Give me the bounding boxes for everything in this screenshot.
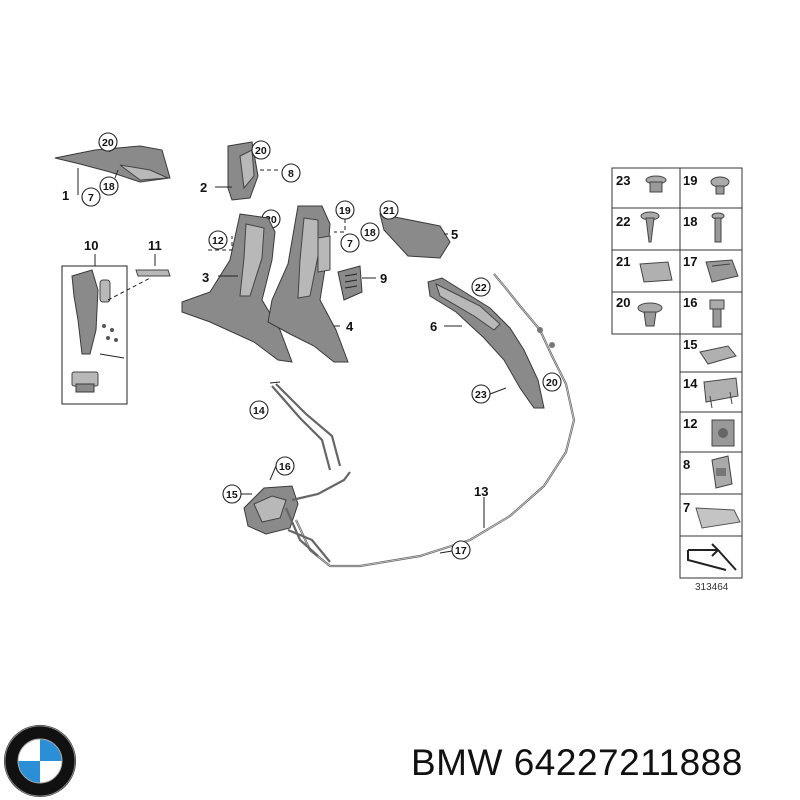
- callout-21a: 21: [379, 200, 399, 220]
- callout-7b: 7: [340, 233, 360, 253]
- bmw-logo-icon: [4, 725, 76, 797]
- svg-text:23: 23: [475, 389, 487, 401]
- part-2-pillar-upper: [227, 141, 259, 201]
- callout-17a: 17: [439, 540, 471, 560]
- grid-label-19: 19: [683, 173, 697, 188]
- callout-4: 4: [346, 319, 354, 334]
- fastener-22-icon: [640, 211, 660, 243]
- svg-text:18: 18: [364, 227, 376, 239]
- part-10-frame: [61, 265, 128, 405]
- fastener-7-icon: [695, 507, 741, 529]
- callout-18a: 18: [99, 169, 119, 196]
- svg-text:8: 8: [288, 168, 294, 180]
- grid-label-21: 21: [616, 254, 630, 269]
- fastener-15-icon: [699, 345, 737, 365]
- callout-12a: 12: [208, 230, 228, 250]
- fastener-12-icon: [711, 419, 735, 447]
- grid-label-14: 14: [683, 376, 698, 391]
- fastener-20-icon: [637, 302, 663, 327]
- callout-9: 9: [380, 271, 387, 286]
- fastener-19-icon: [710, 176, 730, 195]
- callout-22a: 22: [471, 277, 491, 297]
- svg-text:20: 20: [102, 137, 114, 149]
- grid-label-7: 7: [683, 500, 690, 515]
- svg-text:17: 17: [455, 545, 467, 557]
- callout-16a: 16: [269, 456, 295, 481]
- fastener-14-icon: [703, 377, 739, 409]
- part-caption: BMW 64227211888: [411, 742, 743, 784]
- brand-name: BMW: [411, 742, 503, 783]
- grid-label-17: 17: [683, 254, 697, 269]
- svg-text:15: 15: [226, 489, 238, 501]
- callout-1: 1: [62, 188, 69, 203]
- callout-3: 3: [202, 270, 209, 285]
- grid-label-12: 12: [683, 416, 697, 431]
- svg-text:12: 12: [212, 235, 224, 247]
- fastener-grid: 23 19 22 18 21 17 20 16 15 14 12 8 7: [611, 167, 743, 579]
- svg-text:22: 22: [475, 282, 487, 294]
- part-9-vent: [337, 265, 363, 301]
- callout-20a: 20: [98, 132, 118, 153]
- callout-23a: 23: [471, 384, 507, 404]
- part-11-strip: [135, 269, 171, 277]
- fastener-23-icon: [645, 175, 667, 193]
- cable-assembly: [243, 273, 576, 568]
- callout-6: 6: [430, 319, 437, 334]
- part-number: 64227211888: [513, 742, 743, 783]
- fastener-17-icon: [705, 259, 739, 283]
- grid-label-15: 15: [683, 337, 697, 352]
- part-1-trim: [54, 145, 171, 183]
- diagram-reference-number: 313464: [695, 582, 729, 593]
- callout-13: 13: [474, 484, 488, 499]
- part-3-pillar-lower: [181, 213, 293, 363]
- callout-15a: 15: [222, 484, 252, 504]
- part-5-cover: [379, 213, 451, 259]
- svg-text:16: 16: [279, 461, 291, 473]
- callout-14a: 14: [249, 400, 269, 420]
- svg-text:20: 20: [546, 377, 558, 389]
- svg-text:20: 20: [255, 145, 267, 157]
- callout-18b: 18: [360, 222, 380, 242]
- callout-20d: 20: [542, 372, 562, 392]
- callout-19a: 19: [335, 200, 355, 220]
- callout-5: 5: [451, 227, 458, 242]
- callout-2: 2: [200, 180, 207, 195]
- fastener-8-icon: [711, 455, 733, 489]
- svg-text:14: 14: [253, 405, 265, 417]
- fastener-21-icon: [639, 261, 673, 283]
- grid-label-22: 22: [616, 214, 630, 229]
- part-6-a-pillar: [427, 277, 545, 409]
- svg-text:7: 7: [88, 192, 94, 204]
- part-4-pillar-lower: [267, 205, 349, 363]
- grid-label-20: 20: [616, 295, 630, 310]
- fastener-18-icon: [711, 212, 725, 243]
- part-10-assembly: [71, 269, 125, 393]
- callout-10: 10: [84, 238, 98, 253]
- grid-label-8: 8: [683, 457, 690, 472]
- callout-20b: 20: [251, 140, 271, 160]
- svg-text:20: 20: [265, 214, 277, 226]
- fastener-16-icon: [709, 299, 725, 328]
- arrow-ref-icon: [687, 543, 737, 571]
- grid-label-16: 16: [683, 295, 697, 310]
- svg-text:19: 19: [339, 205, 351, 217]
- svg-text:21: 21: [383, 205, 395, 217]
- grid-label-23: 23: [616, 173, 630, 188]
- svg-text:18: 18: [103, 181, 115, 193]
- callout-7a: 7: [81, 187, 101, 207]
- callout-8a: 8: [260, 163, 301, 183]
- callout-11: 11: [148, 238, 162, 253]
- svg-text:7: 7: [347, 238, 353, 250]
- grid-label-18: 18: [683, 214, 697, 229]
